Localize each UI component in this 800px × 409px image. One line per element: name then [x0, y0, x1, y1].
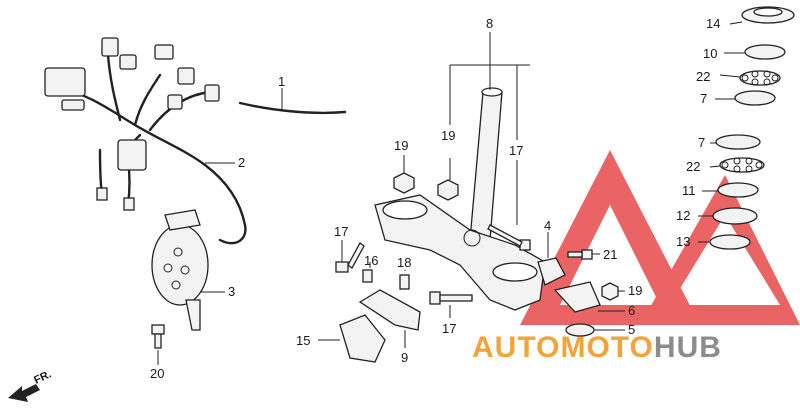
- bolt-20: [151, 324, 165, 349]
- nut-19-right: [601, 282, 619, 301]
- front-direction-arrow: FR.: [8, 368, 53, 402]
- harness-plug: [61, 99, 85, 111]
- direction-label: FR.: [32, 368, 53, 386]
- watermark-logo: [520, 150, 800, 325]
- arrow-icon: [8, 384, 40, 402]
- bearing-stack-bottom: [709, 134, 765, 250]
- nut-19-left: [393, 172, 415, 194]
- callout-19-left: 19: [394, 138, 408, 153]
- wire-harness: [44, 37, 247, 245]
- harness-connector-e: [204, 84, 220, 102]
- watermark-word-moto: MOTO: [560, 331, 653, 364]
- callout-4: 4: [544, 218, 551, 233]
- callout-5: 5: [628, 322, 635, 337]
- harness-connector-b: [119, 54, 137, 70]
- callout-19-center: 19: [441, 128, 455, 143]
- steering-stem: [469, 87, 503, 241]
- callout-22-top: 22: [696, 69, 710, 84]
- lower-triple-clamp: [374, 194, 546, 311]
- callout-14: 14: [706, 16, 720, 31]
- harness-connector-d: [177, 67, 195, 85]
- watermark-wordmark: AUTOMOTOHUB: [472, 331, 722, 364]
- callout-18: 18: [397, 255, 411, 270]
- bearing-stack-top: [734, 6, 795, 106]
- callout-17-right: 17: [509, 143, 523, 158]
- harness-connector-f: [167, 94, 183, 110]
- bolt-17-bottom: [429, 291, 473, 305]
- callout-21: 21: [603, 247, 617, 262]
- callout-17-left: 17: [334, 224, 348, 239]
- bolt-17-left: [335, 242, 365, 273]
- bracket-9: [358, 289, 421, 331]
- cover-15: [339, 314, 386, 363]
- callout-2: 2: [238, 155, 245, 170]
- callout-11: 11: [682, 183, 696, 198]
- callout-12: 12: [676, 208, 690, 223]
- callout-20: 20: [150, 366, 164, 381]
- callout-15: 15: [296, 333, 310, 348]
- harness-connector-a: [101, 37, 119, 57]
- callout-1: 1: [278, 74, 285, 89]
- leader-lines: [157, 21, 745, 365]
- bolt-17-right: [487, 224, 531, 251]
- callouts: 1 2 3 4 5 6 7 7 8 9 10 11 12 13 14 15 16…: [150, 16, 720, 381]
- callout-7-bottom: 7: [698, 135, 705, 150]
- callout-17-bottom: 17: [442, 321, 456, 336]
- callout-9: 9: [401, 350, 408, 365]
- callout-3: 3: [228, 284, 235, 299]
- bolt-18: [399, 274, 410, 290]
- harness-connector-main: [44, 67, 86, 97]
- callout-10: 10: [703, 46, 717, 61]
- harness-terminal-b: [123, 197, 135, 211]
- callout-6: 6: [628, 303, 635, 318]
- callout-8: 8: [486, 16, 493, 31]
- harness-connector-block: [117, 139, 147, 171]
- callout-19-right: 19: [628, 283, 642, 298]
- bracket-6: [553, 281, 601, 313]
- plate-4: [537, 257, 566, 286]
- watermark-word-hub: HUB: [654, 331, 722, 364]
- callout-16: 16: [364, 253, 378, 268]
- harness-connector-c: [154, 44, 174, 60]
- bolt-16: [362, 269, 373, 283]
- nut-19-center: [437, 179, 459, 201]
- callout-7-top: 7: [700, 91, 707, 106]
- harness-terminal-a: [96, 187, 108, 201]
- callout-13: 13: [676, 234, 690, 249]
- bolt-21: [567, 249, 593, 260]
- cable: [238, 101, 347, 115]
- watermark-word-auto: AUTO: [472, 331, 560, 364]
- horn: [151, 209, 209, 331]
- callout-22-bottom: 22: [686, 159, 700, 174]
